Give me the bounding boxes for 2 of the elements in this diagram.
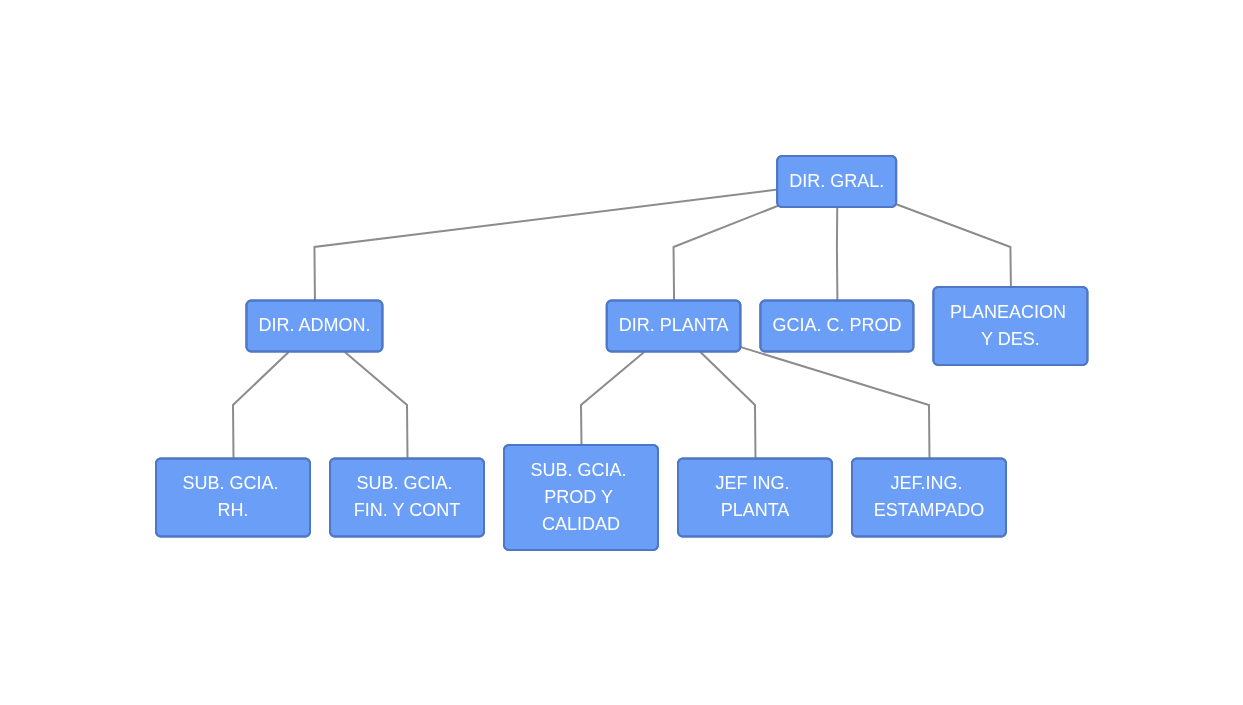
- connector: [579, 350, 645, 446]
- connector: [895, 202, 1012, 288]
